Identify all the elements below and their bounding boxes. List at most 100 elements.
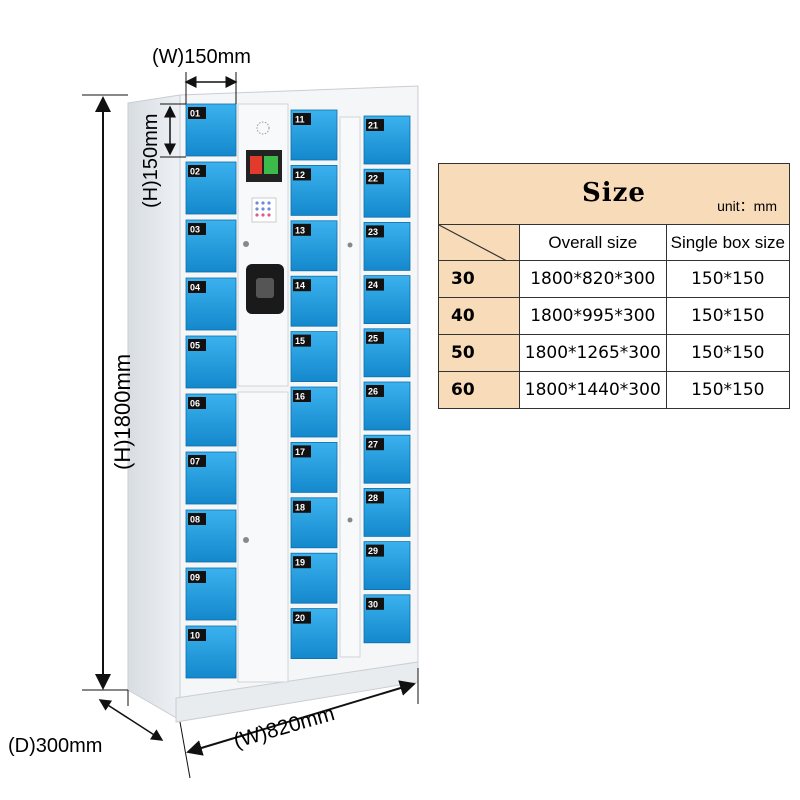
locker-door: 16 bbox=[290, 386, 338, 438]
locker-number-tag bbox=[188, 107, 206, 119]
locker-number-tag bbox=[366, 119, 384, 131]
locker-number-tag bbox=[366, 491, 384, 504]
locker-number-tag bbox=[188, 223, 206, 235]
locker-door: 03 bbox=[185, 219, 237, 273]
locker-number: 29 bbox=[368, 546, 378, 556]
locker-number-tag bbox=[188, 281, 206, 293]
locker-door: 18 bbox=[290, 497, 338, 549]
dimension-line-depth bbox=[98, 699, 164, 741]
locker-number: 05 bbox=[190, 341, 200, 351]
locker-number-tag bbox=[366, 385, 384, 397]
single-box-size-cell: 150*150 bbox=[665, 297, 791, 335]
overall-size-cell: 1800*1265*300 bbox=[519, 334, 667, 372]
side-strip bbox=[339, 116, 361, 658]
locker-door: 25 bbox=[363, 328, 411, 378]
locker-number-tag bbox=[366, 438, 384, 451]
locker-number-tag bbox=[293, 500, 311, 513]
locker-door: 19 bbox=[290, 552, 338, 604]
locker-number-tag bbox=[188, 455, 206, 467]
locker-number-tag bbox=[366, 597, 384, 610]
locker-door: 28 bbox=[363, 487, 411, 537]
locker-number: 07 bbox=[190, 457, 200, 467]
locker-number: 17 bbox=[295, 447, 305, 457]
locker-number-tag bbox=[188, 397, 206, 409]
locker-number: 08 bbox=[190, 515, 200, 525]
locker-number-tag bbox=[188, 629, 206, 641]
locker-door: 10 bbox=[185, 625, 237, 679]
header-overall-size: Overall size bbox=[519, 224, 667, 261]
locker-number: 25 bbox=[368, 333, 378, 343]
total-height-label: (H)1800mm bbox=[110, 354, 135, 470]
locker-door: 22 bbox=[363, 168, 411, 218]
locker-number: 24 bbox=[368, 280, 378, 290]
locker-number: 18 bbox=[295, 502, 305, 512]
table-row: 30 1800*820*300 150*150 bbox=[438, 260, 791, 298]
locker-number: 04 bbox=[190, 283, 200, 293]
locker-number-tag bbox=[366, 225, 384, 238]
overall-size-cell: 1800*1440*300 bbox=[519, 371, 667, 409]
header-single-box-size: Single box size bbox=[665, 224, 791, 261]
size-table: Size unit：mm Overall size Single box siz… bbox=[438, 163, 791, 409]
locker-door: 11 bbox=[290, 109, 338, 161]
locker-number-tag bbox=[293, 113, 311, 125]
locker-number: 13 bbox=[295, 225, 305, 235]
locker-number-tag bbox=[366, 278, 384, 291]
locker-number-tag bbox=[188, 571, 206, 583]
speaker-icon bbox=[256, 121, 270, 135]
lock-icon bbox=[243, 241, 249, 247]
lock-icon bbox=[243, 537, 249, 543]
locker-door: 07 bbox=[185, 451, 237, 505]
depth-label: (D)300mm bbox=[8, 735, 102, 757]
locker-number: 03 bbox=[190, 225, 200, 235]
locker-door: 26 bbox=[363, 381, 411, 431]
lock-icon bbox=[347, 517, 353, 523]
locker-number: 14 bbox=[295, 281, 305, 291]
locker-number-tag bbox=[293, 334, 311, 347]
locker-door: 24 bbox=[363, 275, 411, 325]
locker-door: 23 bbox=[363, 221, 411, 271]
locker-door: 09 bbox=[185, 567, 237, 621]
locker-door: 30 bbox=[363, 594, 411, 644]
locker-number: 19 bbox=[295, 558, 305, 568]
locker-door: 15 bbox=[290, 331, 338, 383]
locker-door: 21 bbox=[363, 115, 411, 165]
locker-number-tag bbox=[188, 165, 206, 177]
locker-number-tag bbox=[366, 172, 384, 185]
size-table-title-cell: Size unit：mm bbox=[438, 163, 790, 225]
overall-size-cell: 1800*995*300 bbox=[519, 297, 667, 335]
locker-number-tag bbox=[293, 556, 311, 569]
locker-number-tag bbox=[293, 279, 311, 292]
qty-cell: 50 bbox=[438, 334, 520, 372]
locker-number-tag bbox=[188, 339, 206, 351]
locker-door: 12 bbox=[290, 164, 338, 216]
size-table-unit: unit：mm bbox=[717, 198, 777, 214]
box-width-label: (W)150mm bbox=[152, 46, 251, 68]
locker-number-tag bbox=[293, 390, 311, 402]
locker-number: 27 bbox=[368, 440, 378, 450]
locker-door: 17 bbox=[290, 441, 338, 493]
size-table-header-row: Overall size Single box size bbox=[438, 224, 791, 261]
size-table-title: Size bbox=[582, 178, 646, 208]
locker-number: 20 bbox=[295, 613, 305, 623]
single-box-size-cell: 150*150 bbox=[665, 371, 791, 409]
locker-number: 10 bbox=[190, 631, 200, 641]
table-row: 40 1800*995*300 150*150 bbox=[438, 297, 791, 335]
box-height-label: (H)150mm bbox=[140, 114, 162, 208]
locker-number: 02 bbox=[190, 167, 200, 177]
locker-door: 20 bbox=[290, 608, 338, 659]
locker-number: 16 bbox=[295, 392, 305, 402]
locker-number: 21 bbox=[368, 121, 378, 131]
single-box-size-cell: 150*150 bbox=[665, 334, 791, 372]
locker-door: 02 bbox=[185, 161, 237, 215]
locker-door: 13 bbox=[290, 220, 338, 272]
locker-number-tag bbox=[293, 445, 311, 458]
locker-number-tag bbox=[293, 223, 311, 236]
qty-cell: 40 bbox=[438, 297, 520, 335]
locker-number-tag bbox=[293, 611, 311, 624]
locker-number: 09 bbox=[190, 573, 200, 583]
locker-number: 15 bbox=[295, 336, 305, 346]
